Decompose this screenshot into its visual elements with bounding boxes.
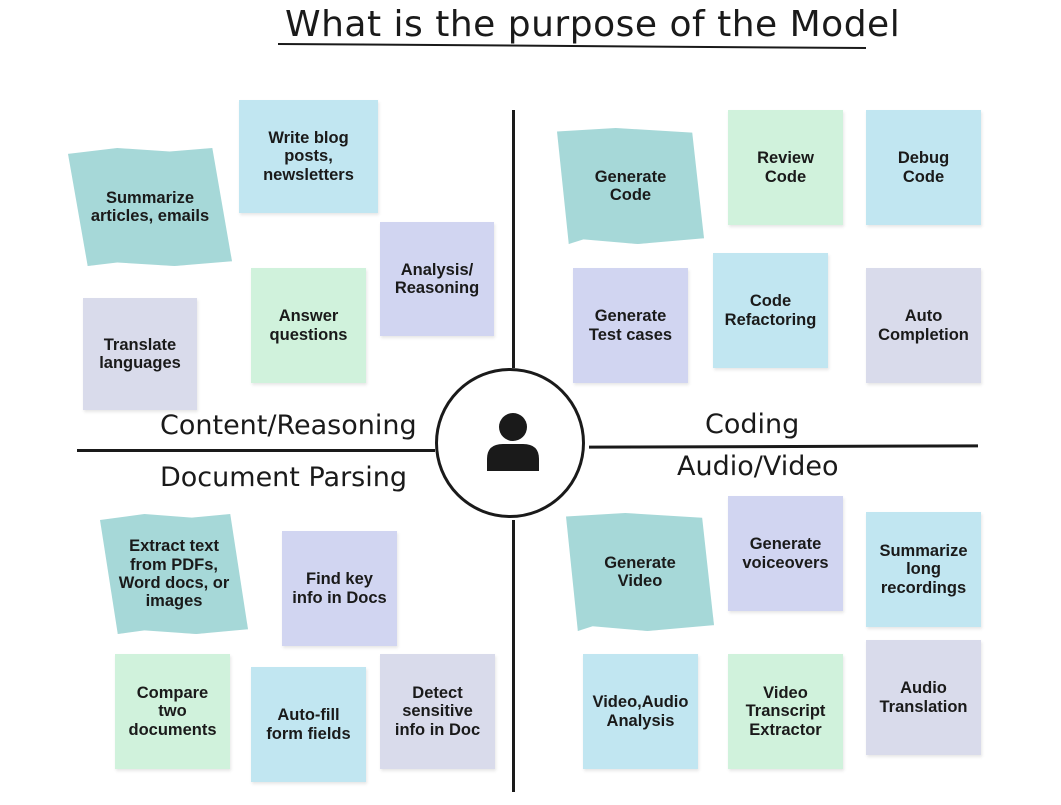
sticky-note-compare-documents: Compare two documents [115, 654, 230, 769]
sticky-note-summarize-recordings: Summarize long recordings [866, 512, 981, 627]
note-text: Generate voiceovers [742, 535, 829, 572]
sticky-note-summarize-articles: Summarize articles, emails [68, 148, 232, 266]
sticky-note-code-refactoring: Code Refactoring [713, 253, 828, 368]
sticky-note-generate-video: Generate Video [566, 513, 714, 631]
sticky-note-find-key-info: Find key info in Docs [282, 531, 397, 646]
note-text: Auto-fill form fields [266, 706, 351, 743]
sticky-note-translate-languages: Translate languages [83, 298, 197, 410]
sticky-note-write-blog-posts: Write blog posts, newsletters [239, 100, 378, 213]
center-circle [435, 368, 585, 518]
person-icon [487, 413, 539, 471]
sticky-note-generate-test-cases: Generate Test cases [573, 268, 688, 383]
sticky-note-answer-questions: Answer questions [251, 268, 366, 383]
note-text: Video Transcript Extractor [745, 683, 826, 739]
horizontal-axis-left [77, 449, 435, 452]
note-text: Compare two documents [128, 683, 217, 739]
note-text: Generate Test cases [588, 307, 673, 344]
note-text: Debug Code [897, 149, 950, 186]
note-text: Video,Audio Analysis [592, 693, 689, 730]
note-text: Code Refactoring [724, 292, 817, 329]
note-text: Generate Code [594, 167, 667, 204]
sticky-note-auto-completion: Auto Completion [866, 268, 981, 383]
sticky-note-debug-code: Debug Code [866, 110, 981, 225]
note-text: Find key info in Docs [292, 570, 387, 607]
note-text: Translate languages [99, 335, 181, 372]
sticky-note-generate-code: Generate Code [557, 128, 704, 244]
sticky-note-review-code: Review Code [728, 110, 843, 225]
note-text: Analysis/ Reasoning [394, 260, 480, 297]
note-text: Review Code [757, 149, 814, 186]
quadrant-label-document-parsing: Document Parsing [160, 462, 407, 493]
note-text: Auto Completion [878, 307, 969, 344]
quadrant-label-content-reasoning: Content/Reasoning [160, 410, 417, 441]
note-text: Summarize long recordings [879, 541, 968, 597]
sticky-note-analysis-reasoning: Analysis/ Reasoning [380, 222, 494, 336]
note-text: Audio Translation [879, 679, 968, 716]
horizontal-axis-right [588, 444, 979, 449]
note-text: Generate Video [604, 553, 676, 590]
note-text: Answer questions [269, 307, 348, 344]
sticky-note-audio-translation: Audio Translation [866, 640, 981, 755]
page-title: What is the purpose of the Model [285, 4, 901, 45]
note-text: Write blog posts, newsletters [263, 128, 354, 184]
note-text: Detect sensitive info in Doc [394, 683, 481, 739]
quadrant-label-audio-video: Audio/Video [677, 451, 839, 482]
sticky-note-extract-text: Extract text from PDFs, Word docs, or im… [100, 514, 248, 634]
sticky-note-auto-fill-forms: Auto-fill form fields [251, 667, 366, 782]
note-text: Summarize articles, emails [90, 188, 210, 225]
note-text: Extract text from PDFs, Word docs, or im… [118, 537, 230, 611]
sticky-note-video-transcript-extractor: Video Transcript Extractor [728, 654, 843, 769]
sticky-note-video-audio-analysis: Video,Audio Analysis [583, 654, 698, 769]
sticky-note-detect-sensitive-info: Detect sensitive info in Doc [380, 654, 495, 769]
vertical-axis-top [512, 110, 515, 368]
quadrant-label-coding: Coding [705, 409, 800, 440]
sticky-note-generate-voiceovers: Generate voiceovers [728, 496, 843, 611]
vertical-axis-bottom [512, 520, 515, 792]
